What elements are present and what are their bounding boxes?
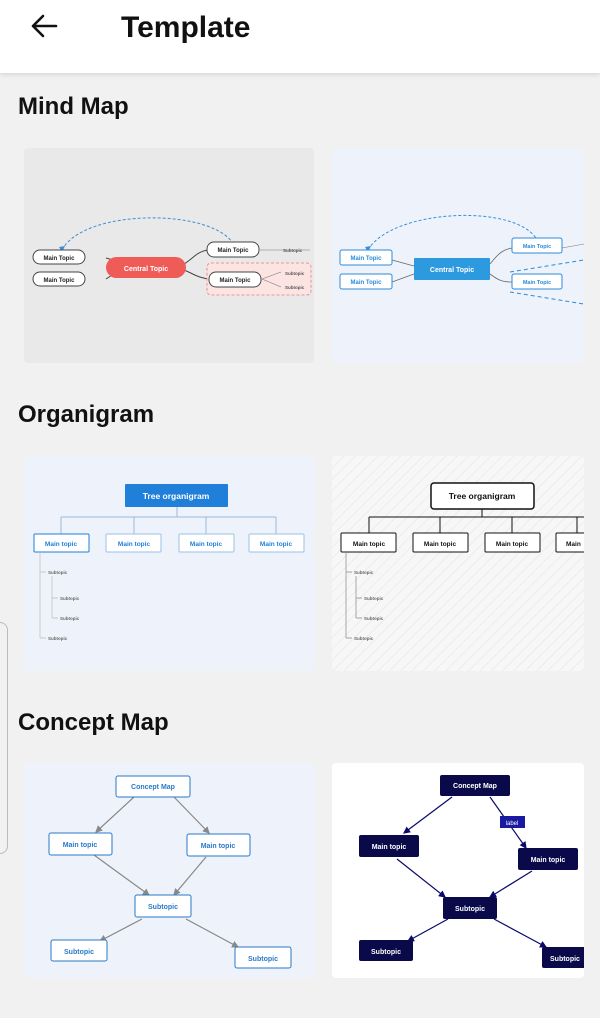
- concept-map-root: Concept Map: [131, 784, 175, 791]
- organigram-topic-4: Main topic: [260, 541, 293, 548]
- concept-map-2-leaf-1: Subtopic: [371, 949, 401, 956]
- template-card-mind-map-2[interactable]: Main Topic Main Topic Central Topic Main…: [332, 148, 584, 363]
- mind-map-topic-1: Main Topic: [44, 256, 76, 262]
- concept-map-2-topic-1: Main topic: [372, 844, 407, 851]
- mind-map-subtopic-3: Subtopic: [285, 285, 305, 290]
- organigram-subtopic-1: Subtopic: [48, 570, 68, 575]
- back-button[interactable]: [22, 8, 66, 48]
- organigram-2-topic-4: Main: [566, 541, 581, 548]
- concept-map-topic-1: Main topic: [63, 842, 98, 849]
- organigram-subtopic-2: Subtopic: [60, 596, 80, 601]
- organigram-topic-2: Main topic: [118, 541, 151, 548]
- mind-map-topic-4: Main Topic: [220, 278, 252, 284]
- mind-map-2-topic-2: Main Topic: [351, 280, 383, 286]
- template-card-concept-map-1[interactable]: Concept Map Main topic Main topic Subtop…: [24, 763, 314, 978]
- mind-map-subtopic-2: Subtopic: [285, 271, 305, 276]
- organigram-2-subtopic-2: Subtopic: [364, 596, 384, 601]
- concept-map-leaf-1: Subtopic: [64, 949, 94, 956]
- section-title-concept-map: Concept Map: [18, 709, 169, 736]
- template-card-organigram-1[interactable]: Tree organigram Main topic Main topic Ma…: [24, 456, 314, 671]
- organigram-2-topic-2: Main topic: [424, 541, 457, 548]
- organigram-2-subtopic-3: Subtopic: [364, 616, 384, 621]
- side-drawer-handle[interactable]: [0, 622, 8, 854]
- concept-map-middle: Subtopic: [148, 904, 178, 911]
- organigram-2-subtopic-4: Subtopic: [354, 636, 374, 641]
- organigram-topic-1: Main topic: [45, 541, 78, 548]
- organigram-subtopic-4: Subtopic: [48, 636, 68, 641]
- section-title-organigram: Organigram: [18, 401, 155, 428]
- organigram-2-topic-3: Main topic: [496, 541, 529, 548]
- organigram-topic-3: Main topic: [190, 541, 223, 548]
- organigram-2-topic-1: Main topic: [353, 541, 386, 548]
- concept-map-topic-2: Main topic: [201, 843, 236, 850]
- mind-map-2-central-topic: Central Topic: [430, 267, 474, 274]
- template-card-mind-map-1[interactable]: Main Topic Main Topic Central Topic Main…: [24, 148, 314, 363]
- concept-map-2-root: Concept Map: [453, 783, 497, 790]
- arrow-left-icon: [29, 11, 59, 46]
- concept-map-2-edge-label: label: [506, 821, 519, 827]
- organigram-root: Tree organigram: [143, 491, 210, 501]
- mind-map-2-topic-4: Main Topic: [523, 280, 551, 286]
- organigram-2-subtopic-1: Subtopic: [354, 570, 374, 575]
- organigram-2-root: Tree organigram: [449, 491, 516, 501]
- mind-map-topic-2: Main Topic: [44, 278, 76, 284]
- organigram-subtopic-3: Subtopic: [60, 616, 80, 621]
- mind-map-2-topic-1: Main Topic: [351, 256, 383, 262]
- mind-map-2-topic-3: Main Topic: [523, 244, 551, 250]
- mind-map-subtopic-1: Subtopic: [283, 248, 303, 253]
- page-title: Template: [121, 11, 251, 44]
- mind-map-central-topic: Central Topic: [124, 266, 168, 273]
- app-header: Template: [0, 0, 600, 73]
- section-title-mind-map: Mind Map: [18, 93, 129, 120]
- template-card-organigram-2[interactable]: Tree organigram Main topic Main topic Ma…: [332, 456, 584, 671]
- concept-map-2-middle: Subtopic: [455, 906, 485, 913]
- concept-map-leaf-2: Subtopic: [248, 956, 278, 963]
- concept-map-2-topic-2: Main topic: [531, 857, 566, 864]
- concept-map-2-leaf-2: Subtopic: [550, 956, 580, 963]
- template-card-concept-map-2[interactable]: Concept Map label Main topic Main topic …: [332, 763, 584, 978]
- mind-map-topic-3: Main Topic: [218, 248, 250, 254]
